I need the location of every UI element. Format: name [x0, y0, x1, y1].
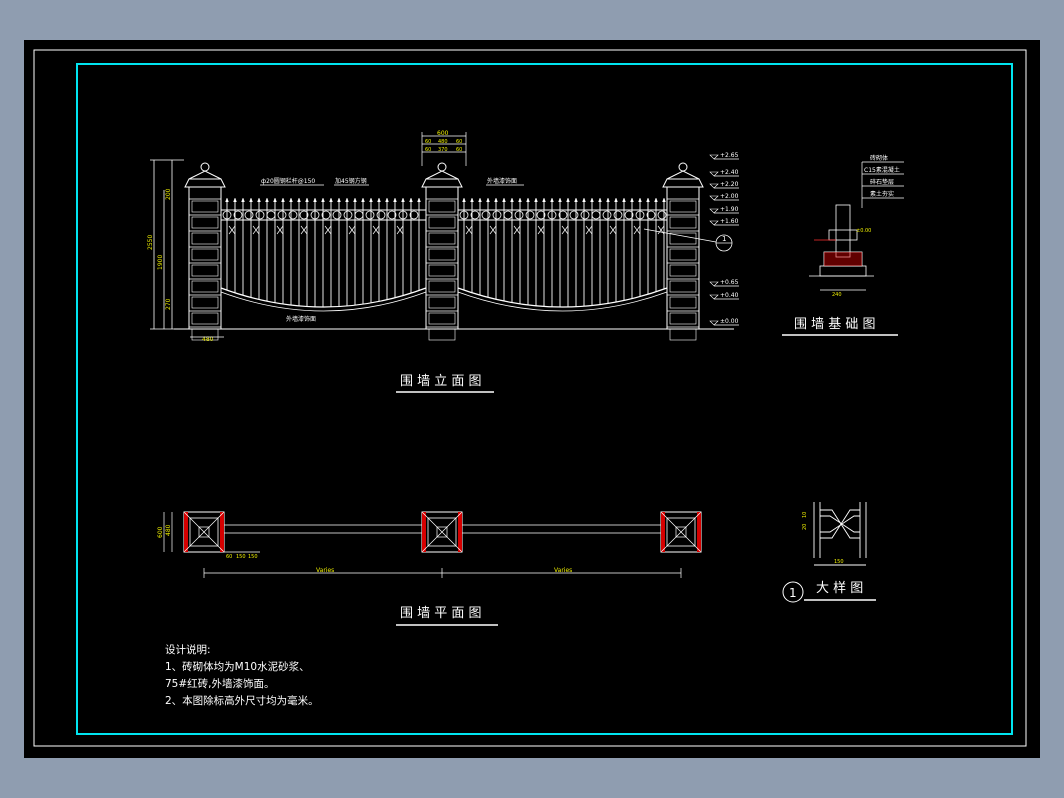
foundation-layer-1: 砖砌体 — [870, 154, 888, 162]
pillar-top-dims — [421, 132, 467, 166]
detail-number: 1 — [789, 586, 797, 600]
level-mark-text: +2.65 — [720, 152, 739, 159]
foundation-layer-3: 碎石垫层 — [870, 178, 894, 186]
svg-text:60: 60 — [226, 554, 232, 560]
cad-drawing: +2.65 +2.40 +2.20 +2.00 +1.90 +1.60 +0.65 +0.40… — [33, 49, 1027, 747]
title-foundation: 围 墙 基 础 图 — [794, 317, 876, 332]
title-elevation: 围 墙 立 面 图 — [400, 374, 482, 389]
title-plan: 围 墙 平 面 图 — [400, 606, 482, 621]
notes-line-1: 1、砖砌体均为M10水泥砂浆、 — [165, 660, 310, 673]
label-pipe: 加45钢方钢 — [335, 177, 367, 185]
detail-number-circle — [782, 581, 804, 603]
svg-text:20: 20 — [802, 524, 808, 530]
svg-text:60: 60 — [425, 139, 431, 145]
pillar-right — [662, 162, 704, 341]
left-dimensions — [150, 159, 184, 330]
foundation-layer-2: C15素混凝土 — [864, 166, 900, 174]
level-mark-text: +2.00 — [720, 193, 739, 200]
pillar-left — [184, 162, 226, 341]
plan-pillar — [421, 511, 463, 553]
dim-base-height: 270 — [165, 298, 172, 310]
svg-text:150: 150 — [236, 554, 246, 560]
plan-span-right: Varies — [554, 567, 572, 574]
plan-dim-480: 480 — [165, 524, 172, 536]
level-mark-text: +2.20 — [720, 181, 739, 188]
title-detail: 大 样 图 — [816, 581, 863, 596]
label-railing: ф20圆钢栏杆@150 — [261, 177, 315, 185]
foundation-level: ±0.00 — [856, 228, 871, 234]
svg-text:60: 60 — [456, 147, 462, 153]
plan-pillar — [660, 511, 702, 553]
svg-text:10: 10 — [802, 512, 808, 518]
notes-heading: 设计说明: — [165, 643, 211, 656]
foundation-width-dim: 240 — [832, 292, 842, 298]
inner-frame — [76, 63, 1013, 735]
outer-frame — [33, 49, 1027, 747]
plan-dim-600: 600 — [157, 526, 164, 538]
svg-text:370: 370 — [438, 147, 448, 153]
level-mark-text: +1.90 — [720, 206, 739, 213]
level-mark-text: +1.60 — [720, 218, 739, 225]
level-mark-text: +0.65 — [720, 279, 739, 286]
notes-line-3: 2、本图除标高外尺寸均为毫米。 — [165, 694, 319, 707]
dim-total-height: 2550 — [147, 235, 154, 250]
plan-view: Varies Varies 600 480 60 150 150 — [157, 511, 702, 578]
railing-left — [220, 197, 427, 312]
dim-pillar-top: 600 — [437, 130, 449, 137]
elevation-view: +2.65 +2.40 +2.20 +2.00 +1.90 +1.60 +0.65 +0.40… — [147, 130, 739, 343]
dim-wall-height: 1900 — [157, 255, 164, 270]
svg-text:60: 60 — [425, 147, 431, 153]
level-marks: +2.65 +2.40 +2.20 +2.00 +1.90 +1.60 +0.65 +0.40… — [709, 152, 739, 326]
level-mark-text: +2.40 — [720, 169, 739, 176]
detail-view — [813, 502, 867, 566]
plan-span-left: Varies — [316, 567, 334, 574]
foundation-view: 砖砌体 C15素混凝土 碎石垫层 素土夯实 ±0.00 240 — [809, 154, 904, 298]
svg-text:1: 1 — [722, 235, 726, 243]
level-mark-text: +0.40 — [720, 292, 739, 299]
label-finish-left: 外墙漆饰面 — [286, 315, 316, 323]
label-finish-right: 外墙漆饰面 — [487, 177, 517, 185]
level-mark-text: ±0.00 — [720, 318, 739, 325]
dim-pillar-width: 480 — [202, 336, 214, 343]
dim-cap-height: 200 — [165, 188, 172, 200]
svg-text:480: 480 — [438, 139, 448, 145]
svg-text:150: 150 — [834, 559, 844, 565]
notes-line-2: 75#红砖,外墙漆饰面。 — [165, 677, 275, 690]
railing-right — [457, 197, 668, 312]
svg-text:60: 60 — [456, 139, 462, 145]
plan-pillar — [183, 511, 225, 553]
svg-text:150: 150 — [248, 554, 258, 560]
pillar-middle — [421, 162, 463, 341]
drawing-canvas: +2.65 +2.40 +2.20 +2.00 +1.90 +1.60 +0.65 +0.40… — [24, 40, 1040, 758]
foundation-layer-4: 素土夯实 — [870, 190, 894, 198]
